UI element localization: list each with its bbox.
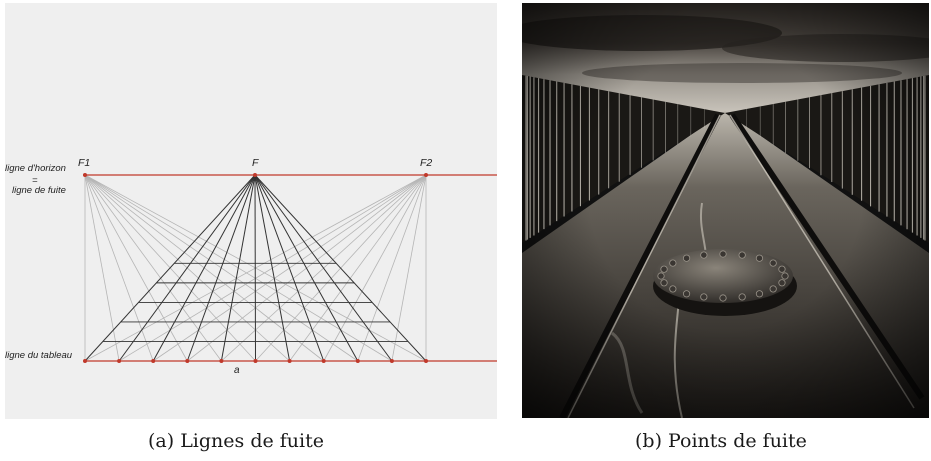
horizon-equals: = <box>32 175 38 186</box>
vanishing-point-f2 <box>424 173 428 177</box>
vanishing-line-f <box>220 174 256 362</box>
vanishing-line-f <box>84 174 256 362</box>
picture-plane-point <box>287 359 292 363</box>
picture-plane-point <box>321 359 326 363</box>
picture-plane-point <box>83 359 87 363</box>
picture-plane-point <box>355 359 360 363</box>
vanishing-line-f <box>186 174 256 362</box>
vanishing-line-f <box>118 174 256 362</box>
vanishing-line-f <box>254 174 393 362</box>
vanishing-lines-diagram: ligne d'horizon = ligne de fuite F1 F F2… <box>5 3 497 419</box>
vanishing-line-f <box>152 174 256 362</box>
picture-plane-point <box>117 359 122 363</box>
vanishing-line-f <box>254 174 359 362</box>
picture-plane-point <box>253 359 258 363</box>
vanishing-point-f1 <box>83 173 87 177</box>
vanishing-point-f2-label: F2 <box>420 157 432 169</box>
vanishing-line-f <box>254 174 291 362</box>
caption-a: (a) Lignes de fuite <box>148 430 324 452</box>
vanishing-point-f1-label: F1 <box>78 157 90 169</box>
vanishing-line-label: ligne de fuite <box>12 185 66 196</box>
horizon-label: ligne d'horizon <box>5 163 66 174</box>
vanishing-line-f <box>254 174 256 362</box>
vanishing-point-f-label: F <box>252 157 259 169</box>
pier-photograph <box>522 3 929 418</box>
picture-plane-point <box>424 359 428 363</box>
vanishing-line-f <box>254 174 427 362</box>
vanishing-points <box>83 173 428 363</box>
vanishing-point-f <box>253 173 257 177</box>
main-vanishing-lines <box>84 174 427 362</box>
caption-b: (b) Points de fuite <box>635 430 807 452</box>
picture-plane-point <box>389 359 394 363</box>
vanishing-line-f <box>254 174 325 362</box>
point-a-label: a <box>234 365 240 376</box>
picture-plane-point <box>151 359 156 363</box>
picture-plane-point <box>219 359 224 363</box>
picture-plane-point <box>185 359 190 363</box>
picture-plane-label: ligne du tableau <box>5 350 73 361</box>
vignette <box>522 3 929 418</box>
perspective-grid <box>102 262 409 342</box>
